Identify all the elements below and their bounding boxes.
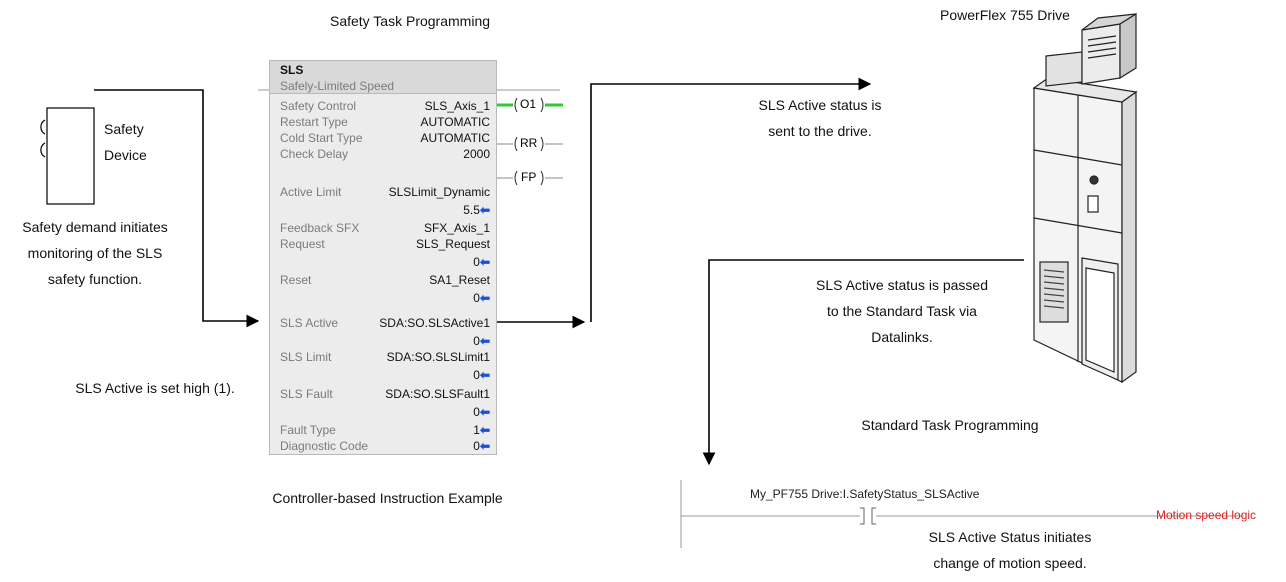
param-output: 0⬅: [473, 368, 490, 382]
param-label: SLS Limit: [280, 350, 332, 364]
standard-task-title: Standard Task Programming: [861, 417, 1039, 433]
sent-caption-2: sent to the drive.: [768, 123, 872, 139]
demand-arrow: [94, 89, 260, 328]
active-set-caption: SLS Active is set high (1).: [75, 380, 235, 396]
coil-rr: RR: [520, 136, 538, 150]
param-value: AUTOMATIC: [420, 131, 490, 145]
rung-logic-label: Motion speed logic: [1156, 508, 1257, 522]
param-label: Restart Type: [280, 115, 348, 129]
param-label: Fault Type: [280, 423, 336, 437]
param-output: 5.5⬅: [463, 203, 490, 217]
param-label: Safety Control: [280, 99, 357, 113]
param-label: Active Limit: [280, 185, 342, 199]
passed-caption-2: to the Standard Task via: [827, 303, 977, 319]
coil-o1: O1: [520, 97, 537, 111]
param-value: SFX_Axis_1: [423, 221, 490, 235]
param-output: 0⬅: [473, 405, 490, 419]
output-arrow-icon: ⬅: [479, 368, 490, 382]
sls-block-name: SLS: [280, 63, 304, 77]
param-label: SLS Fault: [280, 387, 333, 401]
drive-title: PowerFlex 755 Drive: [940, 7, 1070, 23]
block-coils: [497, 97, 563, 186]
rung-contact-tag: My_PF755 Drive:I.SafetyStatus_SLSActive: [750, 487, 980, 501]
param-output: 0⬅: [473, 334, 490, 348]
powerflex-drive-image: [1032, 12, 1138, 384]
demand-caption-3: safety function.: [47, 271, 143, 287]
output-arrow-icon: ⬅: [479, 255, 490, 269]
param-value: SA1_Reset: [429, 273, 490, 287]
param-label: SLS Active: [280, 316, 339, 330]
sent-caption-1: SLS Active status is: [758, 97, 882, 113]
param-output: 1⬅: [473, 423, 490, 437]
safety-device: [40, 107, 95, 205]
passed-caption-3: Datalinks.: [871, 329, 933, 345]
sls-block-subtitle: Safely-Limited Speed: [280, 79, 395, 93]
sent-to-drive-arrow: [590, 77, 872, 322]
ladder-rung: [680, 480, 1244, 548]
param-value: AUTOMATIC: [420, 115, 490, 129]
safety-device-label-1: Safety: [104, 121, 144, 137]
demand-caption-1: Safety demand initiates: [22, 219, 168, 235]
passed-caption-1: SLS Active status is passed: [816, 277, 988, 293]
controller-example-caption: Controller-based Instruction Example: [272, 490, 503, 506]
param-value: SDA:SO.SLSLimit1: [386, 350, 490, 364]
param-label: Cold Start Type: [280, 131, 363, 145]
output-arrow-icon: ⬅: [479, 423, 490, 437]
param-value: SDA:SO.SLSFault1: [385, 387, 490, 401]
safety-task-title: Safety Task Programming: [329, 13, 491, 29]
output-arrow-icon: ⬅: [479, 334, 490, 348]
param-value: 2000: [463, 147, 490, 161]
safety-device-label-2: Device: [104, 147, 147, 163]
param-label: Reset: [280, 273, 312, 287]
coil-fp: FP: [521, 170, 537, 184]
demand-caption-2: monitoring of the SLS: [27, 245, 163, 261]
param-value: SLS_Request: [415, 237, 490, 251]
param-value: SLS_Axis_1: [424, 99, 490, 113]
output-arrow-icon: ⬅: [479, 203, 490, 217]
param-label: Diagnostic Code: [280, 439, 369, 453]
param-value: SDA:SO.SLSActive1: [379, 316, 490, 330]
output-arrow-icon: ⬅: [479, 291, 490, 305]
output-arrow-icon: ⬅: [479, 439, 490, 453]
initiates-caption-1: SLS Active Status initiates: [928, 529, 1092, 545]
param-value: SLSLimit_Dynamic: [388, 185, 490, 199]
sls-block-header: [270, 61, 496, 94]
datalinks-arrow: [702, 259, 1024, 466]
output-arrow-icon: ⬅: [479, 405, 490, 419]
param-output: 0⬅: [473, 255, 490, 269]
sls-instruction-block: SLS Safely-Limited Speed Safety Control …: [269, 60, 497, 455]
initiates-caption-2: change of motion speed.: [933, 555, 1087, 571]
param-label: Feedback SFX: [280, 221, 360, 235]
param-label: Check Delay: [280, 147, 349, 161]
param-label: Request: [280, 237, 325, 251]
param-output: 0⬅: [473, 291, 490, 305]
param-output: 0⬅: [473, 439, 490, 453]
